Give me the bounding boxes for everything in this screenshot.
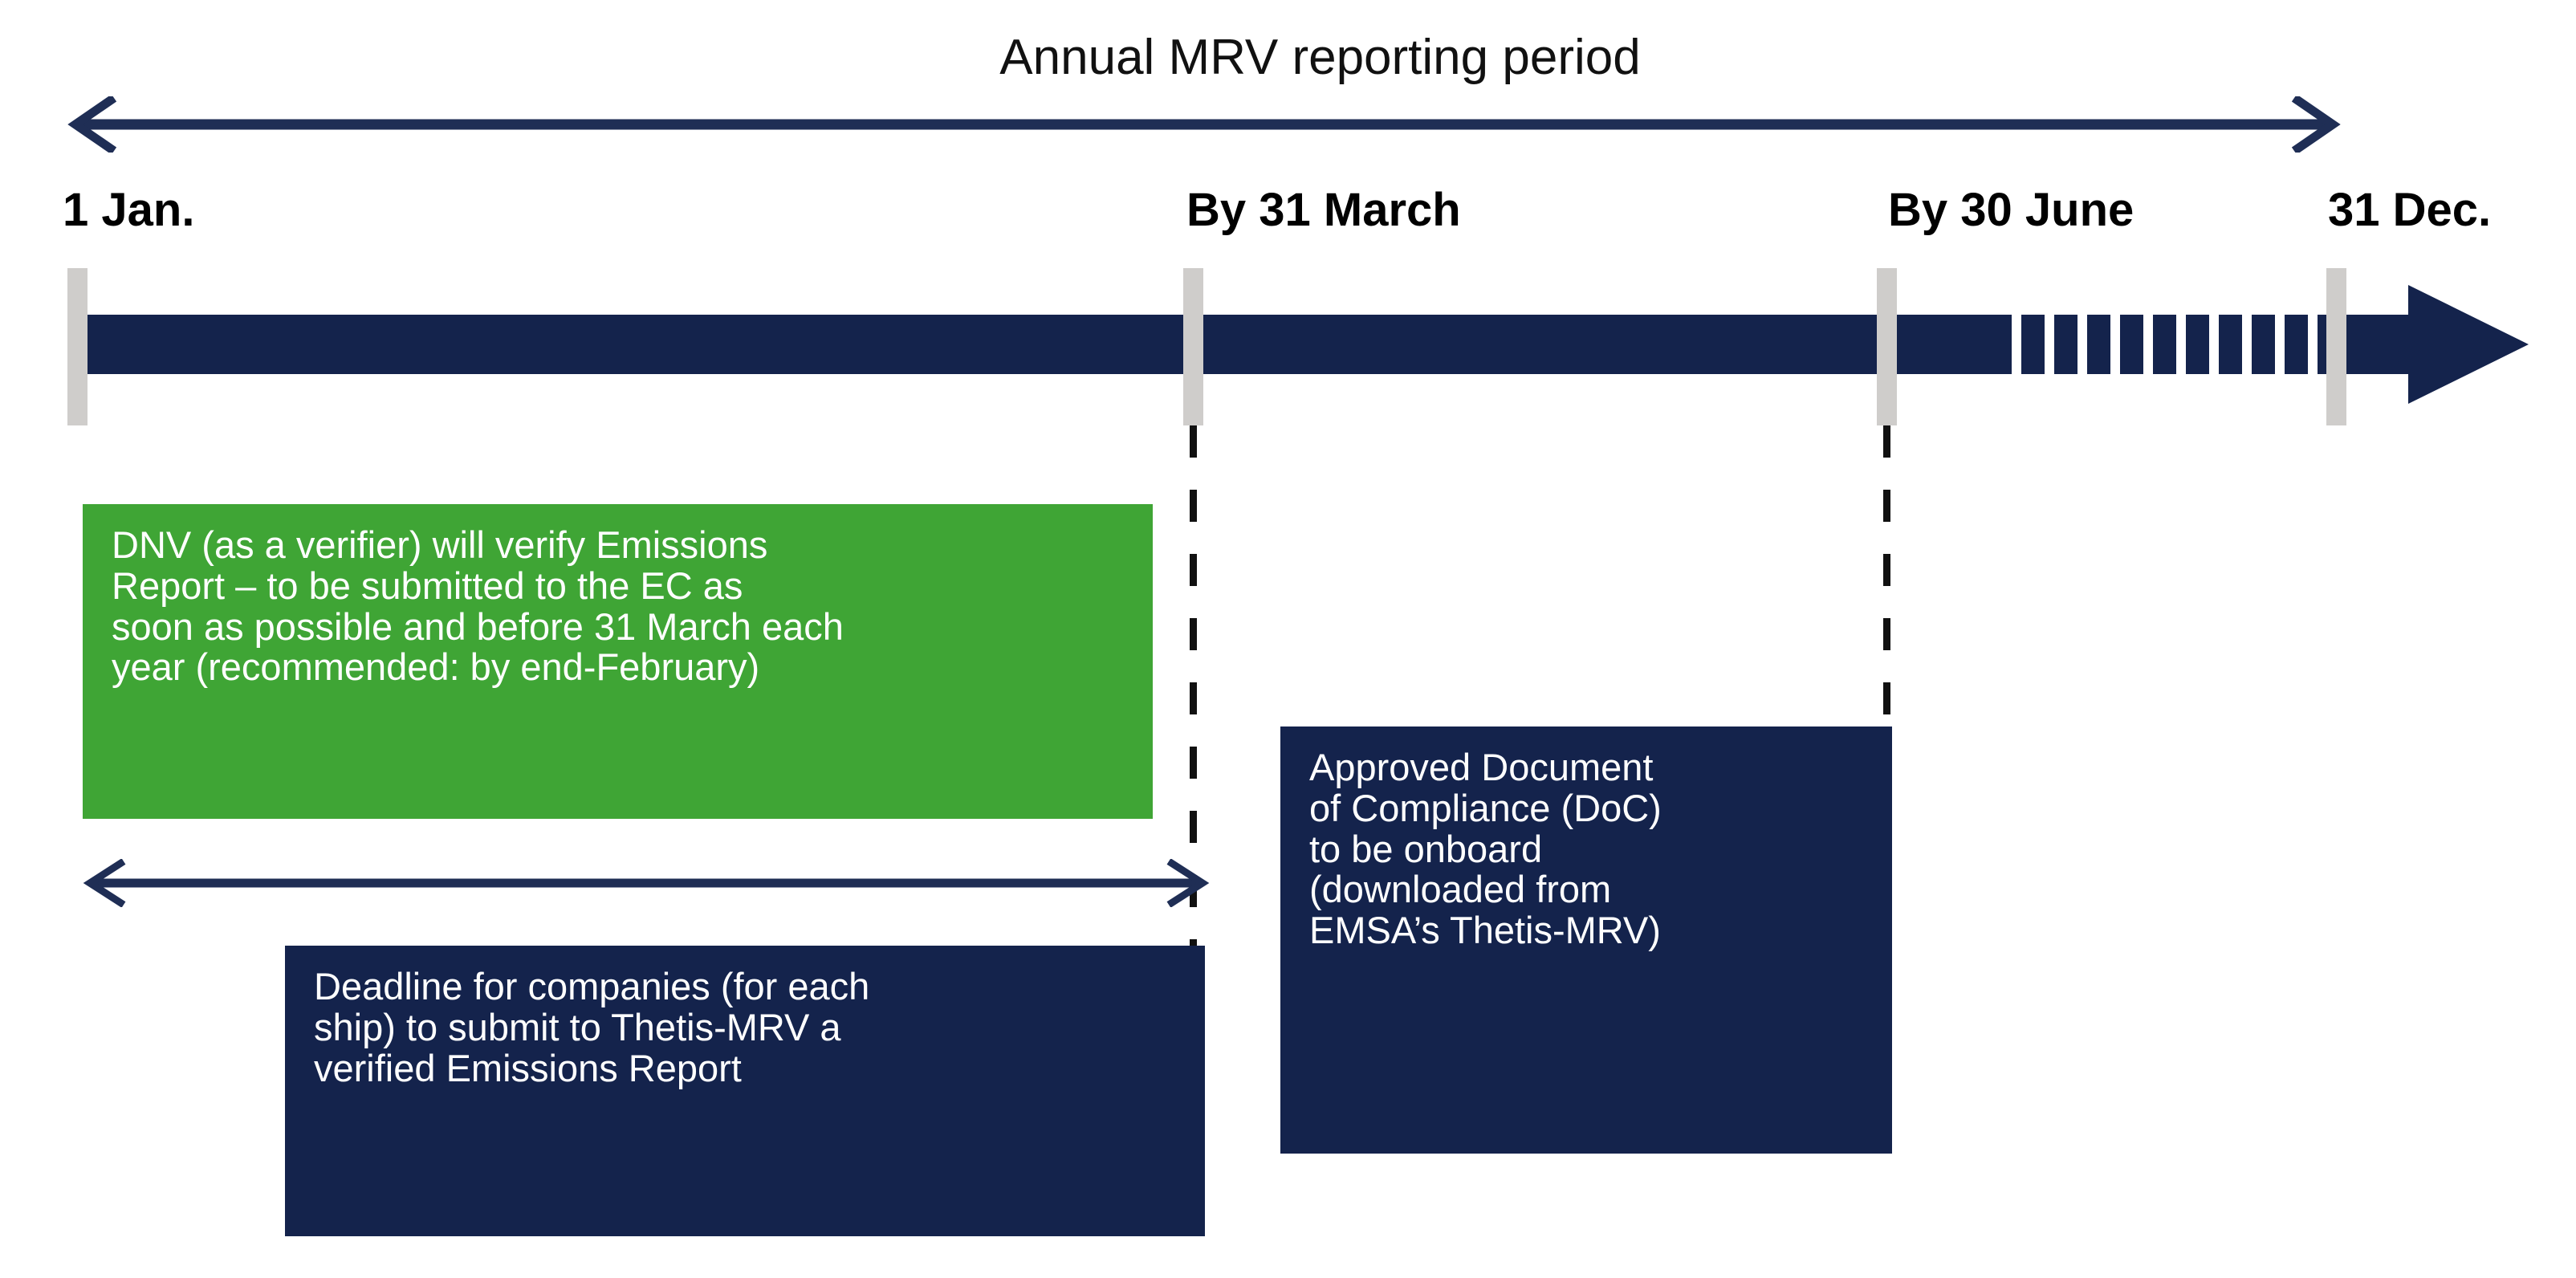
verification-window-arrow bbox=[80, 858, 1212, 908]
callout-line: to be onboard bbox=[1309, 827, 1543, 870]
callout-line: of Compliance (DoC) bbox=[1309, 786, 1662, 829]
callout-line: ship) to submit to Thetis-MRV a bbox=[314, 1005, 841, 1048]
callout-line: (downloaded from bbox=[1309, 868, 1612, 911]
callout-line: DNV (as a verifier) will verify Emission… bbox=[112, 523, 768, 566]
timeline-arrow-head bbox=[2408, 285, 2529, 404]
dashed-connector-jun-30 bbox=[1883, 425, 1890, 729]
hatched-stripes bbox=[1988, 315, 2308, 374]
callout-document-of-compliance: Approved Document of Compliance (DoC) to… bbox=[1280, 727, 1892, 1154]
callout-line: verified Emissions Report bbox=[314, 1046, 742, 1089]
timeline-arrow-neck bbox=[2376, 315, 2424, 374]
callout-line: soon as possible and before 31 March eac… bbox=[112, 604, 844, 648]
tick-marker-jun-30 bbox=[1877, 268, 1897, 425]
callout-line: Approved Document bbox=[1309, 746, 1654, 788]
tick-marker-mar-31 bbox=[1183, 268, 1203, 425]
callout-line: year (recommended: by end-February) bbox=[112, 645, 760, 689]
page-title: Annual MRV reporting period bbox=[0, 29, 2576, 86]
milestone-label-dec-31: 31 Dec. bbox=[2328, 184, 2492, 236]
callout-line: Deadline for companies (for each bbox=[314, 965, 870, 1007]
reporting-period-span-arrow bbox=[64, 94, 2344, 155]
milestone-label-mar-31: By 31 March bbox=[1186, 184, 1461, 236]
callout-submission-deadline: Deadline for companies (for each ship) t… bbox=[285, 946, 1205, 1236]
milestone-label-jan-1: 1 Jan. bbox=[63, 184, 195, 236]
callout-line: Report – to be submitted to the EC as bbox=[112, 564, 743, 607]
dashed-connector-mar-31 bbox=[1190, 425, 1197, 1236]
callout-line: EMSA’s Thetis-MRV) bbox=[1309, 909, 1661, 951]
period-title-text: Annual MRV reporting period bbox=[999, 30, 1641, 85]
callout-dnv-verification: DNV (as a verifier) will verify Emission… bbox=[83, 504, 1153, 819]
timeline-bar bbox=[67, 315, 2436, 374]
milestone-label-jun-30: By 30 June bbox=[1888, 184, 2134, 236]
tick-marker-jan-1 bbox=[67, 268, 87, 425]
tick-marker-dec-31 bbox=[2326, 268, 2346, 425]
